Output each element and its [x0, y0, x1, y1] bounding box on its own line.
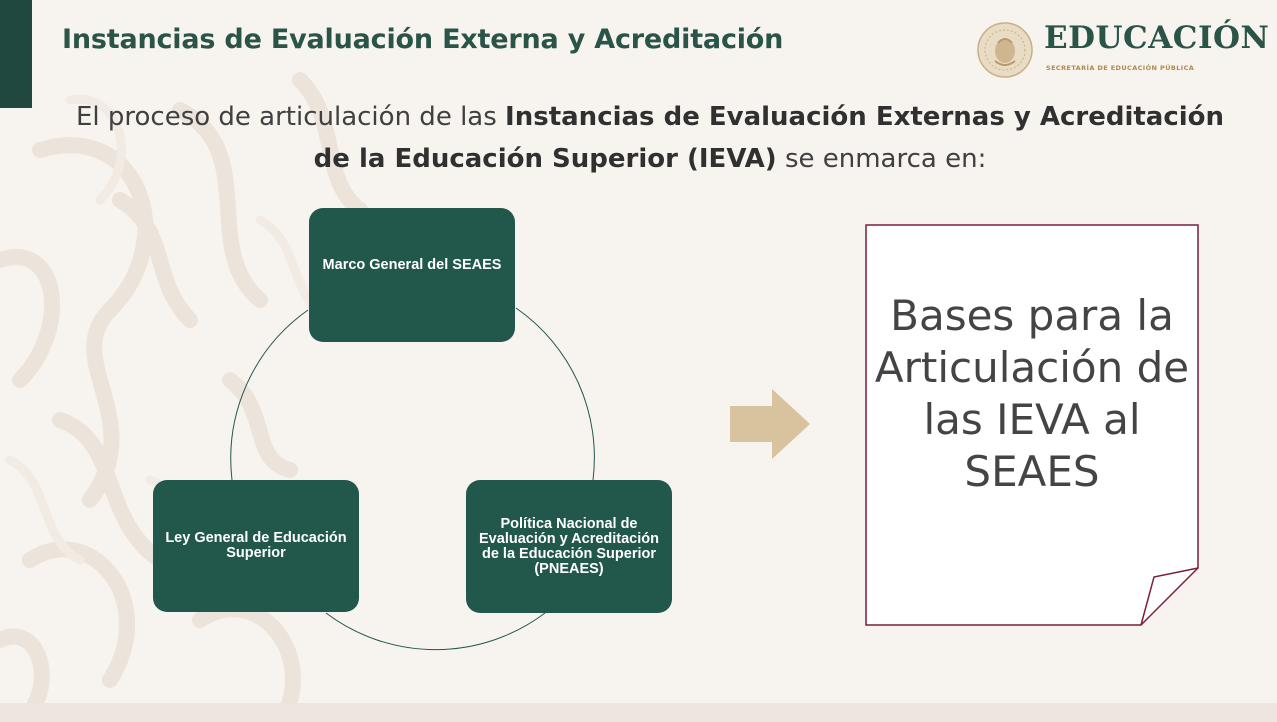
cycle-node-ley-general: Ley General de Educación Superior: [153, 480, 359, 612]
connector-right-left: [325, 612, 546, 651]
node-label-top: Marco General del SEAES: [322, 257, 502, 273]
logo-subtitle: SECRETARÍA DE EDUCACIÓN PÚBLICA: [1046, 64, 1195, 72]
logo-wordmark: EDUCACIÓN: [1044, 20, 1270, 56]
document-text: Bases para la Articulación de las IEVA a…: [874, 291, 1190, 496]
connector-left-top: [230, 309, 309, 481]
node-label-left: Ley General de Educación Superior: [165, 530, 347, 561]
slide-title: Instancias de Evaluación Externa y Acred…: [62, 24, 784, 55]
national-seal-icon: [977, 22, 1033, 78]
connector-top-right: [515, 307, 595, 481]
cycle-node-marco-general: Marco General del SEAES: [309, 208, 515, 342]
cycle-node-pneaes: Política Nacional de Evaluación y Acredi…: [466, 480, 672, 613]
sep-logo: EDUCACIÓN SECRETARÍA DE EDUCACIÓN PÚBLIC…: [976, 18, 1270, 84]
right-arrow-icon: [730, 389, 810, 459]
intro-part1: El proceso de articulación de las: [75, 102, 506, 132]
intro-bold: Instancias de Evaluación Externas y Acre…: [313, 102, 1225, 174]
document-shape: [865, 224, 1199, 626]
footer-band: [0, 703, 1277, 722]
title-accent-bar: [0, 0, 32, 108]
node-label-right: Política Nacional de Evaluación y Acredi…: [479, 515, 659, 577]
intro-text: El proceso de articulación de las Instan…: [60, 96, 1240, 180]
intro-part2: se enmarca en:: [776, 144, 987, 174]
